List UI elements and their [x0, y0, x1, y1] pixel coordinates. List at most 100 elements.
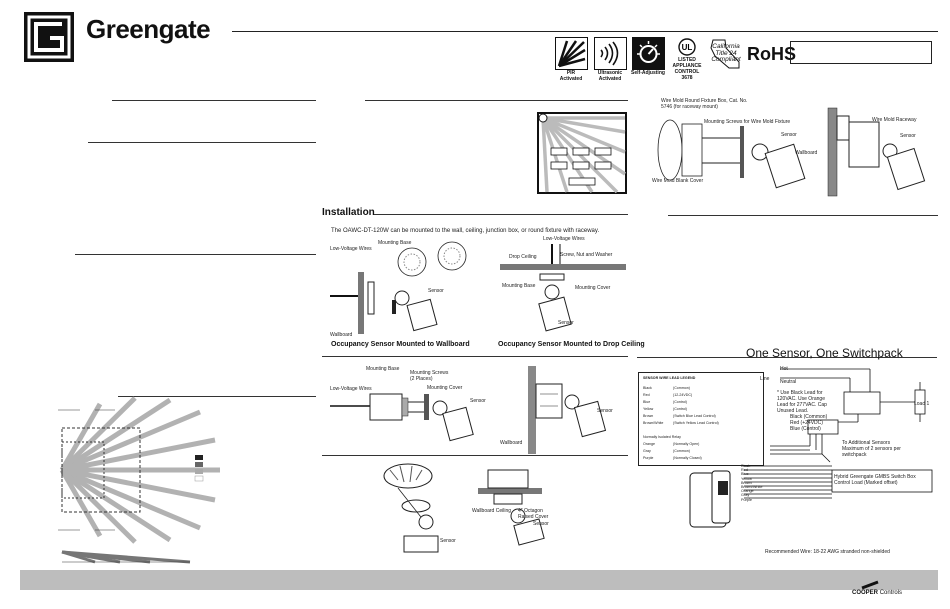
section-rule-4: [118, 396, 316, 397]
wire-color-label: Brown: [741, 480, 752, 485]
legend-color: Gray: [643, 449, 651, 453]
label-wire-mold-raceway: Wire Mold Raceway: [872, 117, 917, 123]
legend-color: Brown: [643, 414, 654, 418]
footer-bar: [20, 570, 938, 590]
switchpack-note: Hybrid Greengate GMBS Switch Box Control…: [834, 474, 916, 486]
greengate-logo: [24, 12, 74, 62]
section-rule-1: [112, 100, 316, 101]
ul-listed-icon: UL LISTED APPLIANCE CONTROL 3678: [671, 37, 703, 81]
wiring-schematic: [744, 368, 933, 499]
label-wallboard-ceiling: Wallboard Ceiling: [472, 508, 511, 514]
title24-caption-1: California: [712, 43, 740, 50]
svg-text:UL: UL: [682, 43, 693, 52]
label-mounting-base-1: Mounting Base: [378, 240, 412, 246]
label-mounting-base-3: Mounting Base: [366, 366, 400, 372]
legend-function: (Control): [673, 400, 687, 404]
label-screws-wire-mold: Mounting Screws for Wire Mold Fixture: [704, 119, 791, 125]
ul-caption-1: LISTED: [678, 57, 696, 63]
pir-icon: [555, 37, 588, 70]
legend-color: Black: [643, 386, 652, 390]
legend-function: (Common): [673, 386, 690, 390]
cooper-controls-logo: COOPER Controls: [852, 590, 902, 596]
title24-icon: California Title 24 Compliant: [705, 38, 745, 70]
ul-caption-3: 3678: [681, 75, 693, 81]
legend-function: (Control): [673, 407, 687, 411]
ceiling-exploded-diagram: [383, 463, 439, 553]
caption-drop-ceiling: Occupancy Sensor Mounted to Drop Ceiling: [498, 341, 645, 348]
legend-color: Purple: [643, 456, 654, 460]
installation-heading: Installation: [322, 207, 375, 218]
wire-color-label: Yellow: [741, 476, 752, 481]
label-blue-control: Blue (Control): [790, 426, 821, 432]
section-rule-8: [322, 455, 628, 456]
cap-unused-note: * Use Black Lead for 120VAC. Use Orange …: [777, 390, 827, 414]
legend-color: Normally Isolated Relay: [643, 435, 681, 439]
wire-color-label: Blue: [741, 472, 749, 477]
pir-caption-1: PIR: [566, 70, 576, 76]
caption-wallboard: Occupancy Sensor Mounted to Wallboard: [331, 341, 470, 348]
legend-function: (Normally Closed): [673, 456, 702, 460]
label-wallboard-rt: Wallboard: [795, 150, 818, 156]
label-hot: Hot: [780, 366, 788, 372]
legend-color: Orange: [643, 442, 655, 446]
label-black-common: Black (Common): [790, 414, 828, 420]
legend-color: Blue: [643, 400, 651, 404]
label-wallboard-1: Wallboard: [330, 332, 353, 338]
wire-color-label: Gray: [741, 493, 750, 498]
label-sensor-1: Sensor: [428, 288, 444, 294]
section-rule-7: [322, 356, 628, 357]
label-drop-ceiling: Drop Ceiling: [509, 254, 537, 260]
label-sensor-2: Sensor: [558, 320, 574, 326]
label-octagon-box: 4" Octagon Raised Cover: [518, 508, 549, 520]
ultrasonic-caption-2: Activated: [598, 76, 622, 82]
header-rule: [232, 31, 938, 32]
label-low-voltage-1: Low-Voltage Wires: [330, 246, 372, 252]
wire-color-label: Red: [741, 468, 748, 473]
legend-function: (Normally Open): [673, 442, 700, 446]
octagon-box-diagram: [478, 469, 545, 546]
label-red-24v: Red (+24VDC): [790, 420, 823, 426]
label-mounting-base-2: Mounting Base: [502, 283, 536, 289]
brand-name: Greengate: [86, 14, 211, 44]
label-sensor-rt2: Sensor: [900, 133, 916, 139]
ultrasonic-icon: [594, 37, 627, 70]
model-box: [790, 41, 932, 64]
sensor-device-icon: [689, 470, 731, 528]
self-adjusting-icon: [632, 37, 665, 70]
wire-color-label: Purple: [741, 497, 752, 502]
legend-function: (Common): [673, 449, 690, 453]
coverage-pattern-diagram: [58, 396, 220, 564]
legend-title: SENSOR WIRE LEAD LEGEND: [643, 376, 696, 380]
section-rule-9: [637, 357, 937, 358]
wire-recommendation: Recommended Wire: 18-22 AWG stranded non…: [765, 549, 890, 555]
wire-lead-legend-table: SENSOR WIRE LEAD LEGEND Black(Common)Red…: [638, 372, 764, 466]
wire-color-label: Brown/White: [741, 485, 763, 489]
label-mounting-screws: Mounting Screws (2 Places): [410, 370, 449, 382]
cooper-sub: Controls: [879, 590, 903, 596]
title24-caption-3: Compliant: [711, 56, 741, 63]
side-mount-diagram: [528, 366, 607, 454]
label-wire-mold-fixture: Wire Mold Round Fixture Box, Cat. No. 57…: [661, 98, 748, 110]
installation-intro: The OAWC-DT-120W can be mounted to the w…: [331, 228, 600, 234]
label-neutral: Neutral: [780, 379, 797, 385]
label-sensor-5: Sensor: [440, 538, 456, 544]
label-line: Line: [760, 376, 770, 382]
self-adjusting-caption: Self-Adjusting: [631, 70, 665, 76]
section-rule-5: [365, 100, 628, 101]
legend-color: Brown/White: [643, 421, 664, 425]
label-low-voltage-2: Low-Voltage Wires: [543, 236, 585, 242]
legend-function: (Switch Blue Lead Control): [673, 414, 716, 418]
pir-caption-2: Activated: [559, 76, 583, 82]
label-load: Load 1: [914, 401, 930, 407]
label-sensor-3: Sensor: [470, 398, 486, 404]
label-low-voltage-3: Low-Voltage Wires: [330, 386, 372, 392]
wire-mold-diagram: [657, 107, 926, 197]
label-wallboard-2: Wallboard: [500, 440, 523, 446]
cooper-brand: COOPER: [852, 590, 879, 596]
drop-ceiling-diagram: [500, 244, 626, 332]
label-sensor-6: Sensor: [533, 521, 549, 527]
label-additional-sensors: To Additional Sensors Maximum of 2 senso…: [842, 440, 901, 458]
wiring-title: One Sensor, One Switchpack: [746, 346, 903, 360]
ultrasonic-caption-1: Ultrasonic: [597, 70, 623, 76]
wallboard-mount-diagram: [330, 241, 467, 334]
